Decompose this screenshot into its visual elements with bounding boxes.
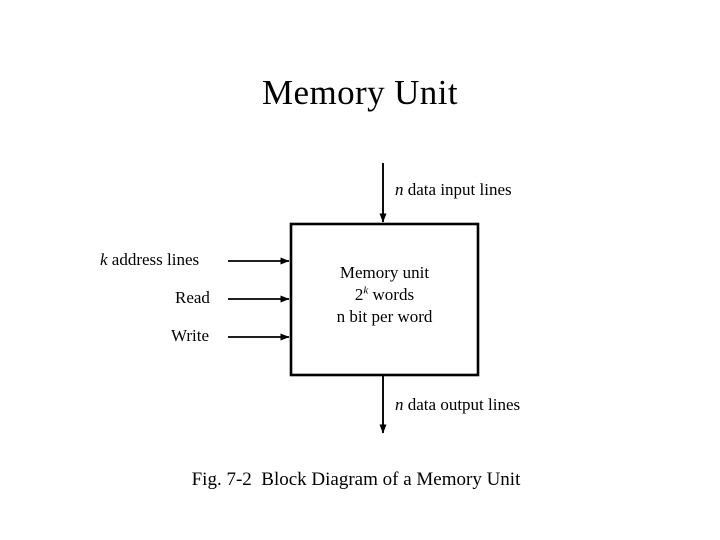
box-words-suffix: words — [368, 285, 415, 304]
label-write-signal: Write — [171, 326, 210, 345]
memory-unit-box — [289, 222, 480, 377]
box-words-base: 2 — [354, 285, 364, 304]
label-data-input-lines: n data input lines — [395, 180, 512, 200]
box-bitword-variable: n — [336, 307, 346, 326]
box-bitword-text: bit per word — [345, 307, 433, 326]
label-read-signal: Read — [175, 288, 210, 307]
box-line-words: 2k words — [291, 284, 478, 306]
page-title: Memory Unit — [262, 73, 458, 112]
box-line-memory-unit: Memory unit — [339, 263, 430, 282]
address-text: address lines — [107, 250, 200, 269]
label-data-output-lines: n data output lines — [395, 395, 520, 415]
figure-caption: Fig. 7-2 Block Diagram of a Memory Unit — [191, 469, 521, 490]
data-output-text: data output lines — [403, 395, 521, 414]
address-variable: k — [100, 250, 108, 269]
memory-unit-box-text: Memory unit 2k words n bit per word — [291, 262, 478, 328]
data-input-text: data input lines — [403, 180, 512, 199]
data-output-variable: n — [395, 395, 404, 414]
data-input-variable: n — [395, 180, 404, 199]
box-words-exponent: k — [363, 284, 369, 297]
label-address-lines: k address lines — [100, 250, 199, 270]
box-line-bit-per-word: n bit per word — [291, 306, 478, 328]
